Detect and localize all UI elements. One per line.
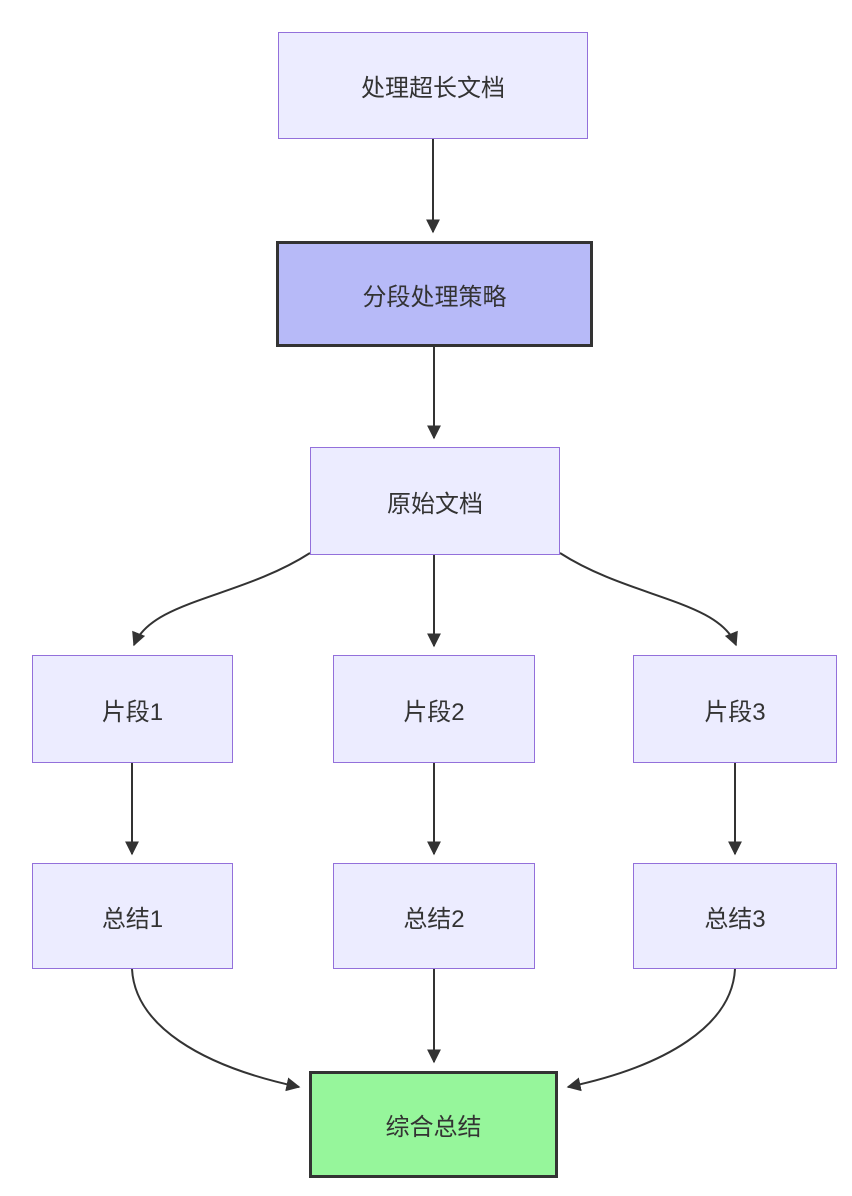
edge-c-to-d3 — [559, 552, 738, 647]
node-process-long-doc: 处理超长文档 — [278, 32, 588, 139]
node-combined-summary: 综合总结 — [309, 1071, 558, 1178]
edge-e1-to-f — [131, 968, 301, 1092]
node-summary-1: 总结1 — [32, 863, 233, 969]
node-fragment-2: 片段2 — [333, 655, 535, 763]
node-segment-strategy: 分段处理策略 — [276, 241, 593, 347]
node-original-doc: 原始文档 — [310, 447, 560, 555]
node-summary-2: 总结2 — [333, 863, 535, 969]
node-fragment-3: 片段3 — [633, 655, 837, 763]
node-fragment-1: 片段1 — [32, 655, 233, 763]
edge-c-to-d1 — [132, 552, 311, 647]
edge-e3-to-f — [566, 968, 736, 1092]
node-summary-3: 总结3 — [633, 863, 837, 969]
